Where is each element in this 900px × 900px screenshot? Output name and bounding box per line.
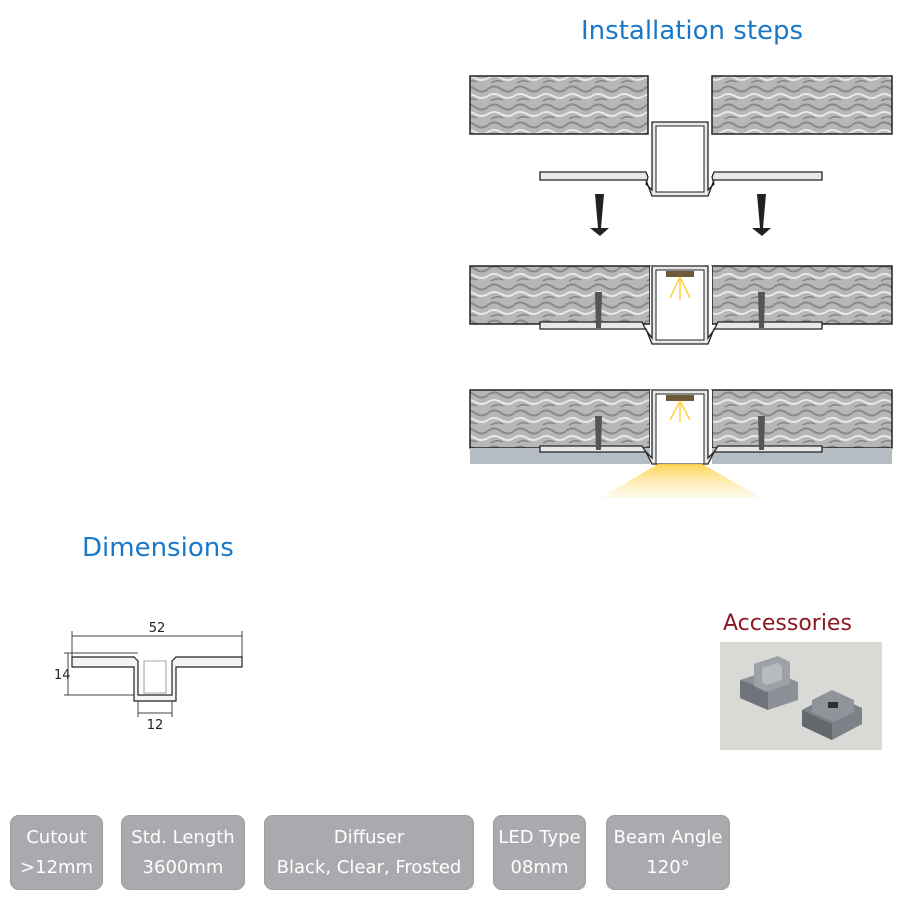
- spec-label: LED Type: [498, 826, 581, 848]
- ceiling-panel-right: [711, 75, 893, 135]
- ceiling-panel-right: [711, 389, 893, 449]
- spec-value: 120°: [646, 856, 690, 878]
- screw-icon: [595, 416, 602, 450]
- ceiling-panel-left: [469, 75, 649, 135]
- ceiling-panel-left: [469, 389, 651, 449]
- screw-icon: [758, 292, 765, 328]
- spec-value: 08mm: [510, 856, 569, 878]
- accessories-title: Accessories: [723, 611, 852, 636]
- spec-value: 3600mm: [142, 856, 224, 878]
- installation-steps-diagram: [469, 75, 893, 498]
- step-3-group: [469, 389, 893, 498]
- light-beam: [600, 464, 762, 498]
- led-glow: [669, 400, 691, 422]
- step-2-group: [469, 265, 893, 345]
- led-glow: [669, 276, 691, 300]
- screw-icon: [758, 416, 765, 450]
- step-1-group: [469, 75, 893, 236]
- spec-label: Cutout: [26, 826, 87, 848]
- screw-icon: [752, 194, 771, 236]
- screw-icon: [595, 292, 602, 328]
- dimension-width-label: 52: [149, 621, 166, 636]
- end-cap-icon: [802, 690, 862, 740]
- led-strip: [666, 395, 694, 401]
- spec-label: Diffuser: [333, 826, 405, 848]
- installation-steps-title: Installation steps: [581, 16, 804, 46]
- spec-value: >12mm: [19, 856, 94, 878]
- dimension-height-label: 14: [54, 668, 71, 683]
- spec-label: Std. Length: [131, 826, 235, 848]
- ceiling-panel-right: [711, 265, 893, 325]
- dimensions-diagram: 52 14 12: [54, 621, 243, 733]
- spec-std-length: Std. Length 3600mm: [121, 815, 245, 890]
- specs-bar: Cutout >12mm Std. Length 3600mm Diffuser…: [10, 815, 890, 890]
- spec-cutout: Cutout >12mm: [10, 815, 103, 890]
- dimension-channel-label: 12: [147, 718, 164, 733]
- spec-label: Beam Angle: [613, 826, 723, 848]
- spec-value: Black, Clear, Frosted: [276, 856, 462, 878]
- end-cap-icon: [740, 656, 798, 710]
- screw-icon: [590, 194, 609, 236]
- spec-beam-angle: Beam Angle 120°: [606, 815, 730, 890]
- spec-led-type: LED Type 08mm: [493, 815, 586, 890]
- led-strip: [666, 271, 694, 277]
- ceiling-panel-left: [469, 265, 651, 325]
- spec-diffuser: Diffuser Black, Clear, Frosted: [264, 815, 474, 890]
- dimensions-title: Dimensions: [82, 533, 234, 563]
- profile-cross-section: [71, 656, 243, 702]
- accessories-photo: [720, 642, 882, 750]
